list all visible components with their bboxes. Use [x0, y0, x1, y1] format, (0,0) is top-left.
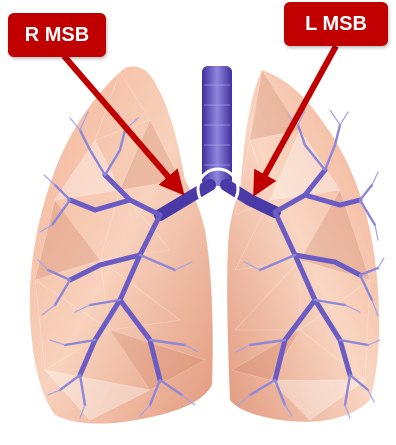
left-msb-label-text: L MSB [305, 13, 367, 36]
left-lung [227, 70, 379, 422]
right-msb-label-text: R MSB [25, 24, 89, 47]
right-msb-label: R MSB [8, 13, 106, 57]
left-msb-label: L MSB [284, 2, 388, 46]
